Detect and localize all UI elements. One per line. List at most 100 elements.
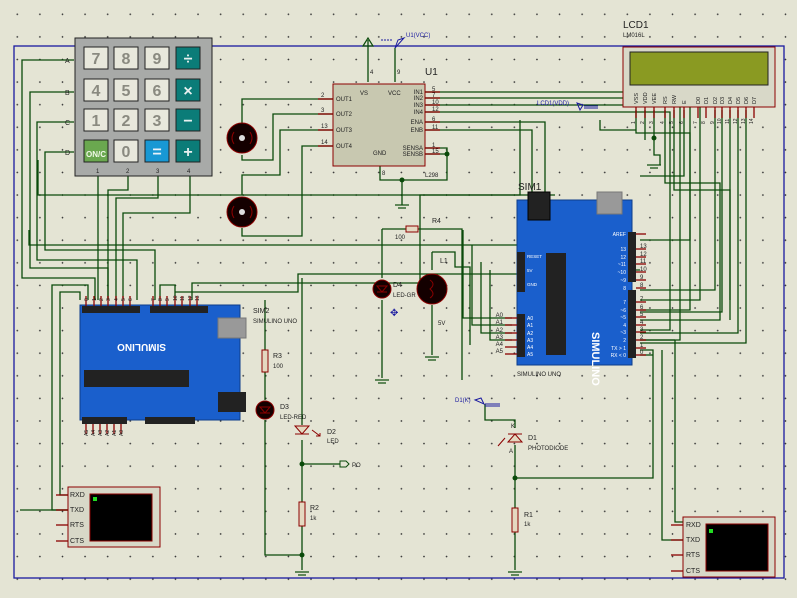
virtual-terminal-2[interactable]	[682, 516, 776, 578]
lcd-pin-num: 7	[693, 121, 699, 124]
sim1-analog-ext: A3	[496, 335, 504, 341]
lcd-pin-name: D1	[704, 97, 710, 104]
u1-gnd-label: GND	[373, 151, 387, 157]
r1-ref: R1	[524, 512, 533, 519]
sim1-pin-num: 7	[640, 297, 644, 303]
keypad-key[interactable]: +	[175, 139, 201, 163]
sim1-pin-num: 9	[640, 275, 644, 281]
sim1-analog-label: A3	[527, 338, 533, 344]
sim1-pin-label: 12	[620, 255, 626, 261]
d4-value: LED-GR	[393, 293, 416, 299]
keypad-key[interactable]: 7	[83, 46, 109, 70]
terminal-screen	[705, 523, 769, 572]
sim2-pin-num: 12	[188, 295, 194, 301]
sim1-pin-label: 4	[623, 323, 626, 329]
u1-pin-num: 12	[432, 107, 439, 113]
sim1-power-label: 5V	[527, 268, 533, 273]
r2-ref: R2	[310, 505, 319, 512]
sim2-analog-label: A4	[91, 430, 97, 436]
ground-icon	[395, 204, 409, 209]
port-po[interactable]: PO	[339, 460, 361, 469]
u1-pin-num: 11	[432, 125, 439, 131]
u1-pin-name: IN4	[414, 110, 424, 116]
keypad-key[interactable]: ÷	[175, 46, 201, 70]
dc-motor-1[interactable]	[226, 122, 258, 154]
lcd-pin-num: 9	[710, 121, 716, 124]
terminal-pin-label: RTS	[70, 522, 84, 529]
keypad-col-1: 1	[96, 169, 100, 175]
led-d3[interactable]: D3 LED-RED	[255, 400, 307, 421]
resistor-r3[interactable]: R3 100	[261, 349, 284, 373]
sim1-pin-num: 0	[640, 350, 644, 356]
keypad-key[interactable]: −	[175, 108, 201, 132]
keypad-row-d: D	[65, 150, 70, 157]
keypad-key[interactable]: ON/C	[83, 139, 109, 163]
key-label: ÷	[184, 51, 193, 68]
keypad-key[interactable]: 4	[83, 78, 109, 102]
sim1-analog-ext: A1	[496, 320, 504, 326]
dc-motor-2[interactable]	[226, 196, 258, 228]
sim2-pin-num: 1	[92, 298, 98, 301]
sim1-pin-num: 11	[640, 259, 647, 265]
sim1-analog-ext: A0	[496, 313, 504, 319]
lcd-pin-name: RW	[672, 94, 678, 104]
keypad-key[interactable]: 9	[144, 46, 170, 70]
sim2-analog-label: A0	[119, 430, 125, 436]
keypad-row-c: C	[65, 120, 70, 127]
sim2-part: SIMULINO UNO	[253, 319, 297, 325]
u1-pin-name: ENB	[411, 128, 423, 134]
resistor-r1[interactable]: R1 1k	[511, 507, 533, 533]
keypad-key[interactable]: 3	[144, 108, 170, 132]
u1-pin-num: 8	[382, 171, 386, 177]
lcd-display[interactable]: LCD1 LM016L VSS1VDD2VEE3RS4RW5E6D07D18D2…	[537, 20, 776, 124]
keypad-key[interactable]: 0	[113, 139, 139, 163]
keypad-key[interactable]: 6	[144, 78, 170, 102]
sim1-pin-label: RX < 0	[611, 353, 627, 359]
r3-ref: R3	[273, 353, 282, 360]
u1-pin-name: OUT1	[336, 97, 353, 103]
sim2-pin-num: 3	[106, 298, 112, 301]
keypad-col-4: 4	[187, 169, 191, 175]
sim2-pin-num: 8	[158, 298, 164, 301]
virtual-terminal-1[interactable]	[67, 486, 161, 548]
usb-port	[217, 317, 247, 339]
keypad-key[interactable]: 5	[113, 78, 139, 102]
sim2-pin-num: 4	[114, 298, 120, 301]
d2-value: LED	[327, 439, 339, 445]
terminal-pin-label: RTS	[686, 552, 700, 559]
led-d4[interactable]: D4 LED-GR ✥	[372, 279, 416, 319]
u1-ref: U1	[425, 67, 438, 78]
key-label: =	[152, 144, 161, 161]
keypad-key[interactable]: 2	[113, 108, 139, 132]
simulino-uno-sim1[interactable]: SIM1 SIMULINO AREF1312~11~10~987~6~54~32…	[496, 182, 648, 386]
sim1-pin-num: 8	[640, 283, 644, 289]
r4-ref: R4	[432, 218, 441, 225]
key-label: 0	[122, 144, 131, 161]
sim1-analog-ext: A4	[496, 342, 504, 348]
l298-driver-u1[interactable]: U1 L298 VS VCC GND 4 9 8 OUT12OUT23OUT31…	[318, 33, 440, 179]
keypad-key[interactable]: 1	[83, 108, 109, 132]
led-d2[interactable]: D2 LED	[293, 425, 339, 445]
photodiode-d1[interactable]: D1(K) K A D1 PHOTODIODE	[455, 397, 568, 455]
u1-pin-num: 10	[432, 100, 439, 106]
keypad-key[interactable]: =	[144, 139, 170, 163]
resistor-r2[interactable]: R2 1k	[298, 501, 319, 527]
terminal-cursor	[93, 497, 97, 501]
keypad-key[interactable]: 8	[113, 46, 139, 70]
sim1-logo: SIMULINO	[589, 332, 601, 386]
resistor-r4[interactable]: R4 100	[395, 218, 441, 241]
sim2-analog-label: A5	[84, 430, 90, 436]
lcd-pin-num: 1	[631, 121, 637, 124]
lcd-pin-name: VSS	[634, 93, 640, 104]
sim1-pin-num: 10	[640, 267, 647, 273]
lcd-pin-name: D6	[744, 97, 750, 104]
lamp-l1[interactable]: L1 5V	[416, 258, 448, 327]
key-label: 8	[122, 51, 131, 68]
sim1-analog-label: A2	[527, 331, 533, 337]
u1-pin-num: 13	[321, 124, 328, 130]
key-label: −	[183, 113, 192, 130]
atmega-chip	[546, 253, 566, 355]
keypad-key[interactable]: ×	[175, 78, 201, 102]
